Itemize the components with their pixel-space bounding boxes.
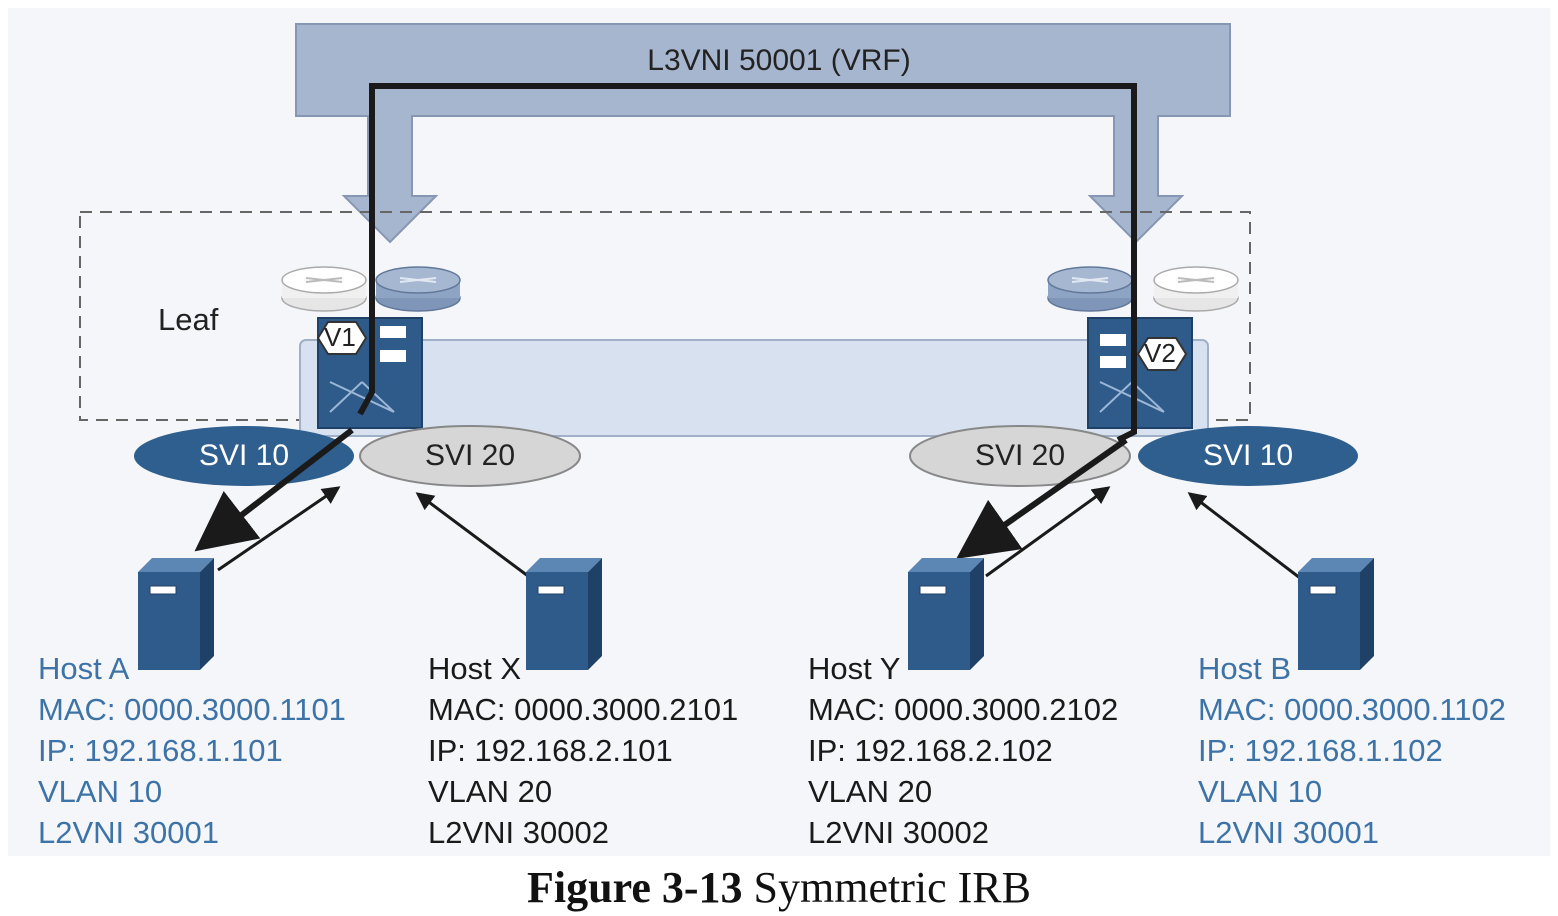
vtep-label-v2: V2 <box>1144 338 1176 368</box>
host-x-mac: MAC: 0000.3000.2101 <box>428 692 739 727</box>
host-x-name: Host X <box>428 651 522 686</box>
host-a-vlan: VLAN 10 <box>38 774 163 809</box>
svi-ellipse <box>359 425 581 487</box>
host-y-l2vni: L2VNI 30002 <box>808 815 989 850</box>
bridged-arrow <box>985 486 1111 578</box>
bridged-arrow <box>217 486 341 572</box>
svi-20-right-label: SVI 20 <box>974 439 1066 472</box>
router-icon <box>281 266 367 312</box>
leaf-label: Leaf <box>158 302 219 337</box>
host-y-mac: MAC: 0000.3000.2102 <box>808 692 1119 727</box>
host-a-ip: IP: 192.168.1.101 <box>38 733 283 768</box>
host-x-vlan: VLAN 20 <box>428 774 553 809</box>
svi-ellipse <box>1138 426 1358 486</box>
router-icon <box>1047 266 1133 312</box>
host-b-ip: IP: 192.168.1.102 <box>1198 733 1443 768</box>
router-icon <box>1153 266 1239 312</box>
host-b-l2vni: L2VNI 30001 <box>1198 815 1379 850</box>
host-b-name: Host B <box>1198 651 1292 686</box>
bridged-arrow <box>415 492 529 578</box>
server-icon <box>526 558 602 670</box>
svi-10-left-label: SVI 10 <box>198 439 290 472</box>
routed-path <box>1116 240 1137 443</box>
host-a-mac: MAC: 0000.3000.1101 <box>38 692 346 727</box>
server-icon <box>138 558 214 670</box>
host-b-vlan: VLAN 10 <box>1198 774 1323 809</box>
switch-icon <box>1087 317 1193 429</box>
routed-path <box>357 83 1137 416</box>
host-y-ip: IP: 192.168.2.102 <box>808 733 1053 768</box>
vtep-hexagon-icon <box>1136 337 1188 371</box>
server-icon <box>908 558 984 670</box>
fabric-bar <box>299 339 1209 437</box>
vtep-label-v1: V1 <box>324 322 356 352</box>
server-icon <box>1298 558 1374 670</box>
l3vni-bar <box>295 23 1231 244</box>
host-a-l2vni: L2VNI 30001 <box>38 815 219 850</box>
vtep-hexagon-icon <box>316 321 368 355</box>
figure-caption: Figure 3-13 Symmetric IRB <box>0 862 1558 913</box>
figure-number: Figure 3-13 <box>527 863 743 912</box>
bridged-arrow <box>1187 492 1301 580</box>
routed-arrow <box>194 427 354 552</box>
host-a-name: Host A <box>38 651 130 686</box>
host-b-mac: MAC: 0000.3000.1102 <box>1198 692 1506 727</box>
svi-ellipse <box>909 425 1131 487</box>
l3vni-label: L3VNI 50001 (VRF) <box>647 44 911 77</box>
router-icon <box>375 266 461 312</box>
host-y-vlan: VLAN 20 <box>808 774 933 809</box>
svi-20-left-label: SVI 20 <box>424 439 516 472</box>
host-x-l2vni: L2VNI 30002 <box>428 815 609 850</box>
routed-arrow <box>956 437 1128 559</box>
host-y-name: Host Y <box>808 651 901 686</box>
host-x-ip: IP: 192.168.2.101 <box>428 733 673 768</box>
figure-title: Symmetric IRB <box>753 863 1031 912</box>
svi-10-right-label: SVI 10 <box>1202 439 1294 472</box>
